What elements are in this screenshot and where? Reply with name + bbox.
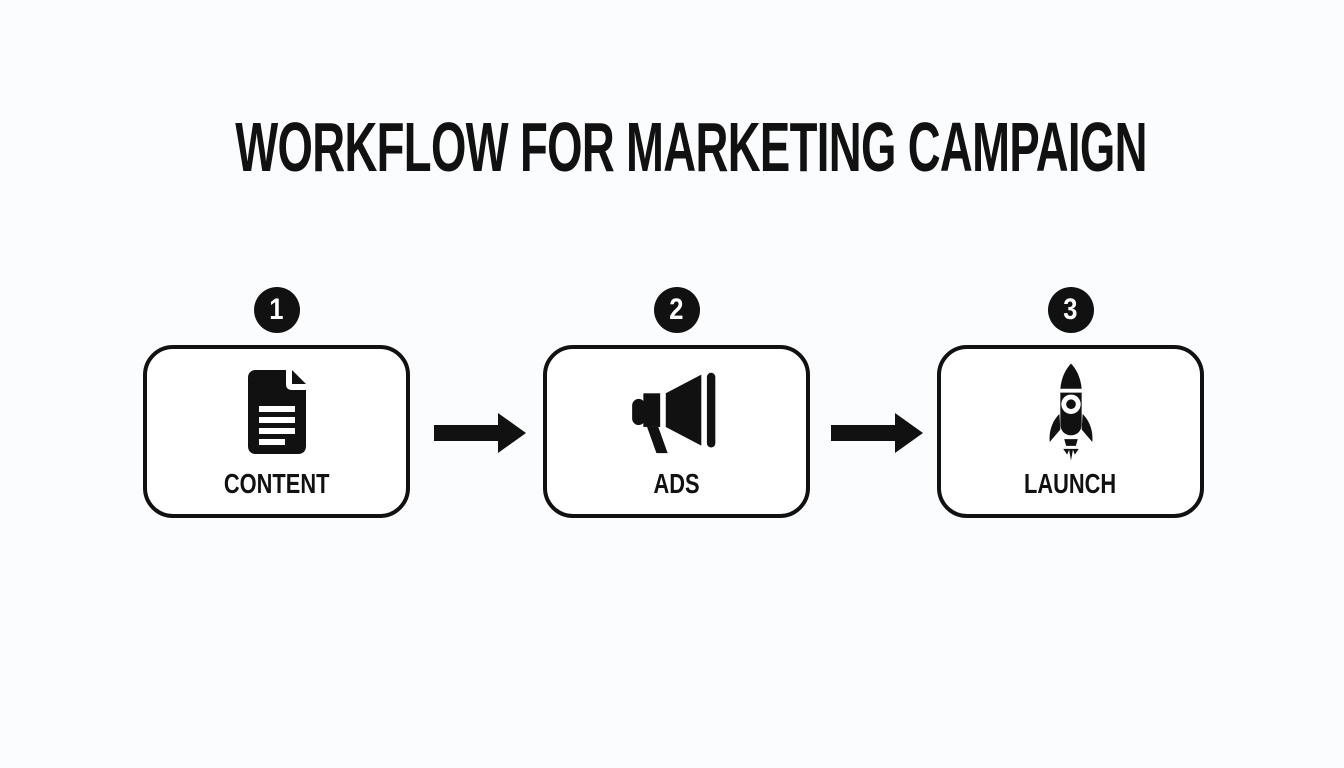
step-box-ads: ADS: [543, 345, 810, 518]
step-label: CONTENT: [223, 468, 330, 499]
step-number-badge: 1: [253, 287, 300, 333]
step-label: LAUNCH: [1024, 468, 1117, 499]
step-number-badge: 3: [1047, 287, 1094, 333]
step-box-launch: LAUNCH: [937, 345, 1204, 518]
step-content: 1 CONTENT: [143, 287, 410, 518]
step-number-badge: 2: [653, 287, 700, 333]
step-number: 2: [669, 293, 684, 326]
step-ads: 2 ADS: [543, 287, 810, 518]
document-icon: [247, 369, 306, 454]
page-title: WORKFLOW FOR MARKETING CAMPAIGN: [235, 108, 1147, 186]
arrow-right-icon: [831, 413, 923, 453]
step-number: 1: [269, 293, 284, 326]
arrow-right-icon: [434, 413, 526, 453]
megaphone-icon: [631, 372, 715, 453]
step-label: ADS: [653, 468, 700, 499]
rocket-icon: [1049, 363, 1092, 460]
step-box-content: CONTENT: [143, 345, 410, 518]
step-launch: 3 LAUNCH: [937, 287, 1204, 518]
step-number: 3: [1063, 293, 1078, 326]
